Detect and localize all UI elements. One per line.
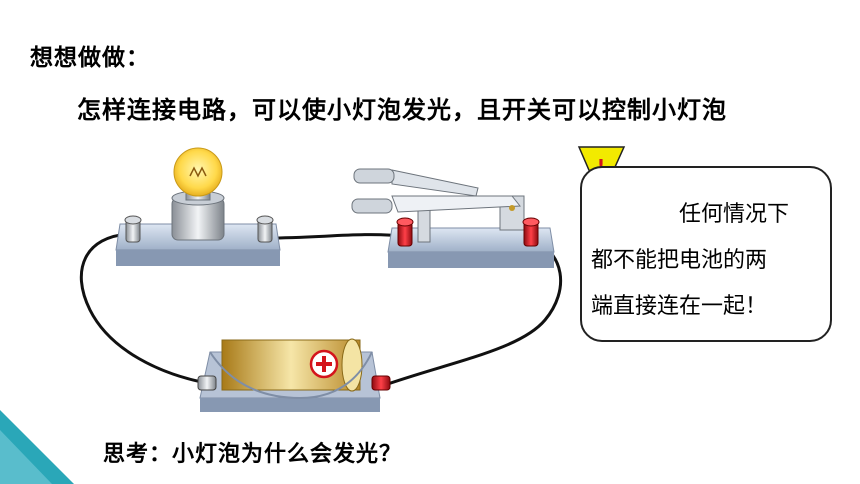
bulb-terminal-right [256,215,274,243]
thinking-question: 思考：小灯泡为什么会发光？ [103,442,403,467]
switch-terminal-right [522,217,540,247]
wires [79,232,562,388]
bulb-terminal-left [124,215,142,243]
knife-switch [351,168,555,268]
section-heading: 想想做做： [30,45,150,71]
warning-line-3: 端直接连在一起！ [591,294,768,319]
warning-line-2: 都不能把电池的两 [591,248,768,273]
battery-terminal-positive [371,375,391,391]
bulb-stand [115,147,281,266]
battery-terminal-negative [197,375,217,391]
switch-terminal-left [396,217,414,247]
battery-holder [197,338,391,412]
bulb-icon [173,147,223,197]
warning-callout [580,166,832,342]
warning-line-1: 任何情况下 [679,202,790,227]
warning-text: 任何情况下 都不能把电池的两 端直接连在一起！ [591,192,823,330]
task-prompt: 怎样连接电路，可以使小灯泡发光，且开关可以控制小灯泡 [77,96,727,124]
